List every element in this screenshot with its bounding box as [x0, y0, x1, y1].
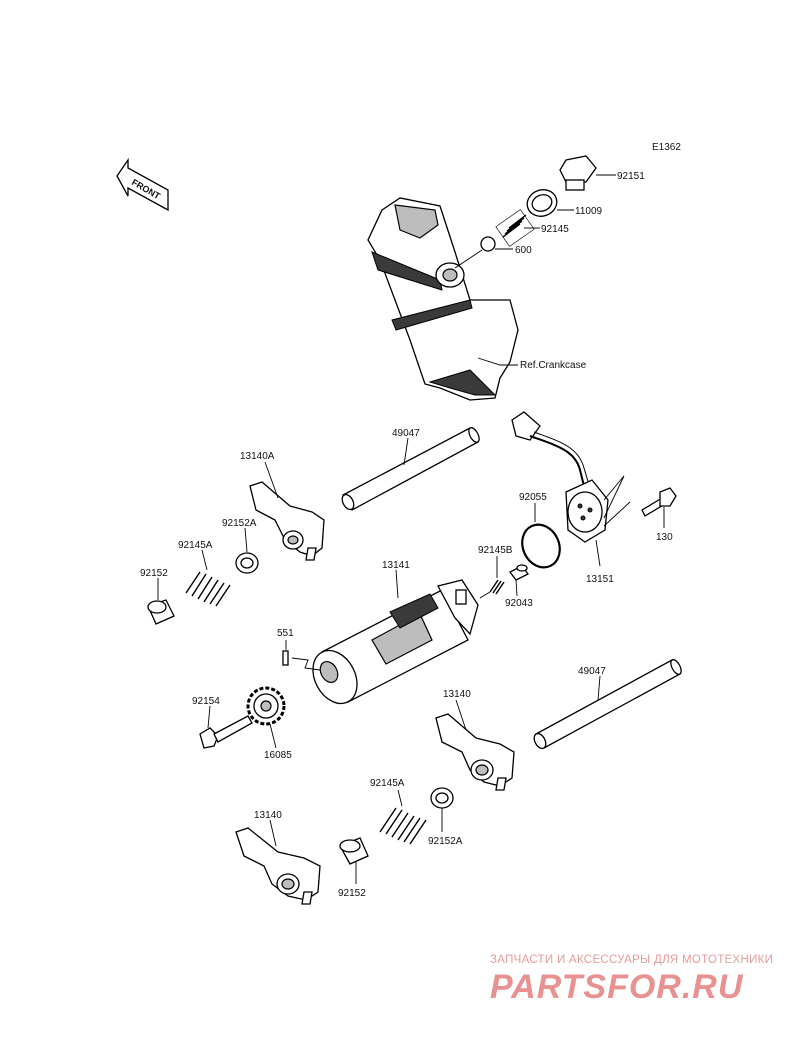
gear-position-sensor-13151	[511, 411, 631, 567]
ref-label: Ref.Crankcase	[520, 360, 587, 371]
shift-fork-13140-right	[435, 699, 515, 791]
part-label-49047: 49047	[392, 428, 420, 439]
gasket-ring-11009	[526, 189, 574, 217]
collar-92152A-upper	[235, 527, 259, 574]
spring-92145A-upper	[185, 549, 231, 607]
collar-92152A-lower	[430, 787, 454, 832]
part-label-13141: 13141	[382, 560, 410, 571]
bolt-92154	[199, 705, 253, 749]
shift-drum-13141	[312, 569, 479, 705]
part-label-92152A-lower: 92152A	[428, 836, 463, 847]
part-label-13151: 13151	[586, 574, 614, 585]
steel-ball-600	[454, 236, 513, 269]
plug-bolt-92151	[559, 155, 616, 191]
watermark-tagline: ЗАПЧАСТИ И АКСЕССУАРЫ ДЛЯ МОТОТЕХНИКИ	[490, 954, 773, 966]
part-label-92145B: 92145B	[478, 545, 513, 556]
part-label-13140A: 13140A	[240, 451, 275, 462]
part-label-600: 600	[515, 245, 532, 256]
fork-shaft-upper-49047	[341, 427, 480, 511]
collar-92152-lower	[339, 837, 369, 884]
part-label-16085: 16085	[264, 750, 292, 761]
spring-92145A-lower	[379, 789, 427, 845]
shift-fork-13140-left	[235, 819, 321, 905]
part-label-13140-left: 13140	[254, 810, 282, 821]
spring-92145	[495, 209, 540, 247]
shift-gear-16085	[246, 686, 286, 749]
fork-shaft-lower-49047	[533, 659, 682, 750]
bolt-130	[641, 487, 677, 528]
part-label-92152-lower: 92152	[338, 888, 366, 899]
part-label-92145A: 92145A	[178, 540, 213, 551]
part-label-92154: 92154	[192, 696, 220, 707]
part-label-13140-right: 13140	[443, 689, 471, 700]
pin-92043	[509, 564, 529, 597]
part-label-92151: 92151	[617, 171, 645, 182]
pin-551	[282, 640, 321, 671]
part-label-551: 551	[277, 628, 294, 639]
collar-92152-upper	[147, 578, 175, 625]
diagram-code: E1362	[652, 142, 681, 153]
front-arrow-icon: FRONT	[116, 157, 169, 212]
part-label-92152A: 92152A	[222, 518, 257, 529]
crankcase-ref-illustration	[367, 197, 519, 401]
part-label-92055: 92055	[519, 492, 547, 503]
part-label-130: 130	[656, 532, 673, 543]
part-label-92145: 92145	[541, 224, 569, 235]
o-ring-92055	[521, 503, 561, 569]
part-label-92043: 92043	[505, 598, 533, 609]
shift-fork-13140A	[249, 461, 325, 561]
part-label-92152: 92152	[140, 568, 168, 579]
part-label-11009: 11009	[575, 206, 603, 217]
watermark-brand: PARTSFOR.RU	[490, 968, 744, 1006]
part-label-92145A-lower: 92145A	[370, 778, 405, 789]
part-label-49047-lower: 49047	[578, 666, 606, 677]
spring-92145B	[479, 556, 505, 599]
